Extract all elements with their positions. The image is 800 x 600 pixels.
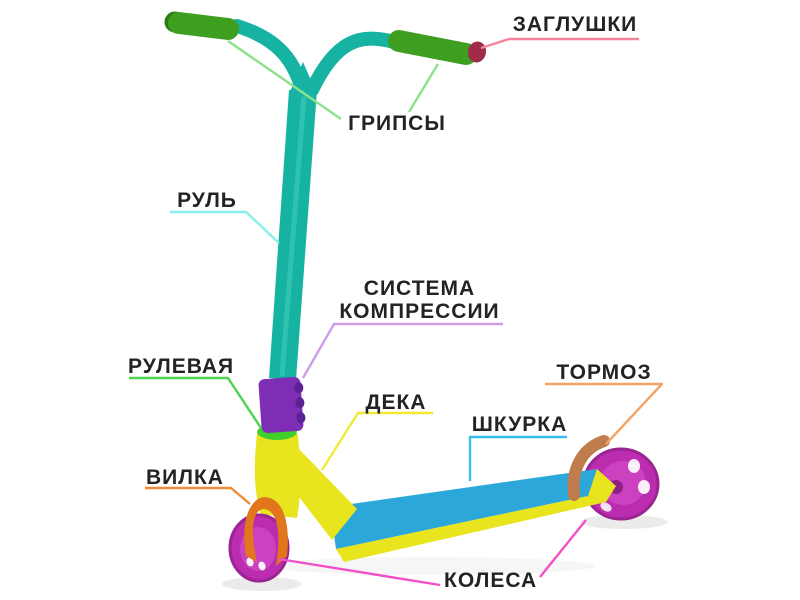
label-sistema-kompressii: СИСТЕМА КОМПРЕССИИ (339, 277, 500, 323)
clamp-bolt (295, 397, 305, 409)
clamp-bolt (296, 412, 306, 424)
label-rulevaya: РУЛЕВАЯ (128, 355, 235, 378)
leader-deka (320, 411, 433, 471)
deck-rear-tip (588, 469, 616, 502)
leader-sistema-kompressii (301, 322, 503, 379)
leader-kolesa-rear (539, 519, 587, 578)
bar-left-tube (230, 19, 309, 97)
compression-clamp (258, 377, 306, 433)
rear-wheel-shadow (580, 515, 668, 529)
leader-vilka (145, 486, 251, 505)
leader-shkurka (468, 435, 567, 481)
rear-wheel-spoke-hole (628, 459, 640, 473)
bar-stem-highlight (279, 95, 307, 377)
leader-gripsy-right (407, 63, 440, 113)
label-tormoz: ТОРМОЗ (556, 361, 652, 384)
label-zaglushki: ЗАГЛУШКИ (512, 13, 638, 36)
leader-gripsy-left (227, 40, 342, 120)
compression-clamp-body (258, 377, 304, 433)
leader-rulevaya (129, 376, 263, 429)
front-wheel-shadow (222, 577, 302, 591)
label-gripsy: ГРИПСЫ (348, 112, 446, 135)
leader-tormoz (545, 382, 664, 445)
brake (567, 435, 610, 501)
head-tube (254, 434, 301, 518)
front-wheel-spoke-hole (246, 557, 254, 567)
deck (330, 469, 616, 562)
deck-grip-tape (330, 469, 597, 549)
label-deka: ДЕКА (365, 391, 427, 414)
leader-kolesa-front (278, 557, 441, 587)
deck-front-face (336, 496, 606, 562)
label-vilka: ВИЛКА (146, 466, 224, 489)
front-fork (244, 497, 288, 566)
front-wheel-spoke-hole (258, 561, 266, 571)
leader-zaglushki (480, 37, 639, 50)
left-grip (168, 12, 239, 40)
right-grip (388, 30, 477, 65)
rear-wheel-spoke-hole (638, 480, 650, 494)
leader-rul (170, 210, 280, 244)
label-rul: РУЛЬ (177, 189, 237, 212)
label-shkurka: ШКУРКА (471, 413, 568, 436)
label-kolesa: КОЛЕСА (444, 569, 538, 592)
clamp-bolt (294, 382, 304, 394)
rear-wheel-spoke-hole (600, 502, 612, 512)
bar-right-tube (305, 31, 401, 97)
